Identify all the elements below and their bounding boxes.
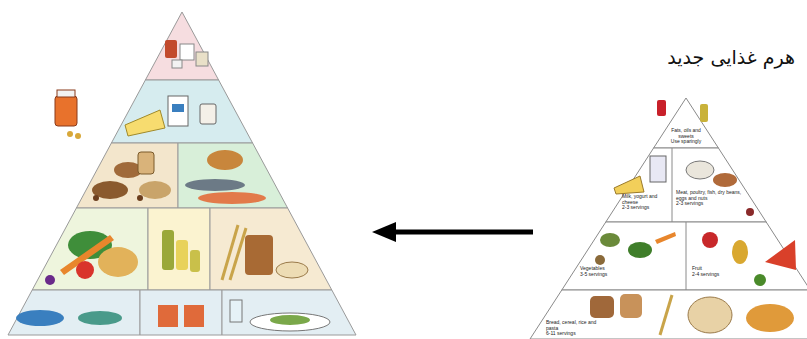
fats-band: Fats, oils and sweetsUse sparingly (664, 128, 708, 145)
dairy-band: Milk, yogurt and cheese2-3 servings (622, 194, 668, 211)
food-group-label: Meat, poultry, fish, dry beans, eggs and… (676, 190, 746, 201)
serving-label: 2-3 servings (622, 205, 668, 211)
food-group-label: Milk, yogurt and cheese (622, 194, 668, 205)
diagram-title: هرم غذایی جدید (667, 46, 795, 68)
vegetable-band: Vegetables3-5 servings (580, 266, 622, 277)
food-group-label: Bread, cereal, rice and pasta (546, 320, 606, 331)
serving-label: 2-3 servings (676, 201, 746, 207)
protein-band: Meat, poultry, fish, dry beans, eggs and… (676, 190, 746, 207)
serving-label: 3-5 servings (580, 272, 622, 278)
food-group-label: Fats, oils and sweets (664, 128, 708, 139)
serving-label: 2-4 servings (692, 272, 736, 278)
serving-label: Use sparingly (664, 139, 708, 145)
serving-label: 6-11 servings (546, 331, 606, 337)
grain-band: Bread, cereal, rice and pasta6-11 servin… (546, 320, 606, 337)
fruit-band: Fruit2-4 servings (692, 266, 736, 277)
